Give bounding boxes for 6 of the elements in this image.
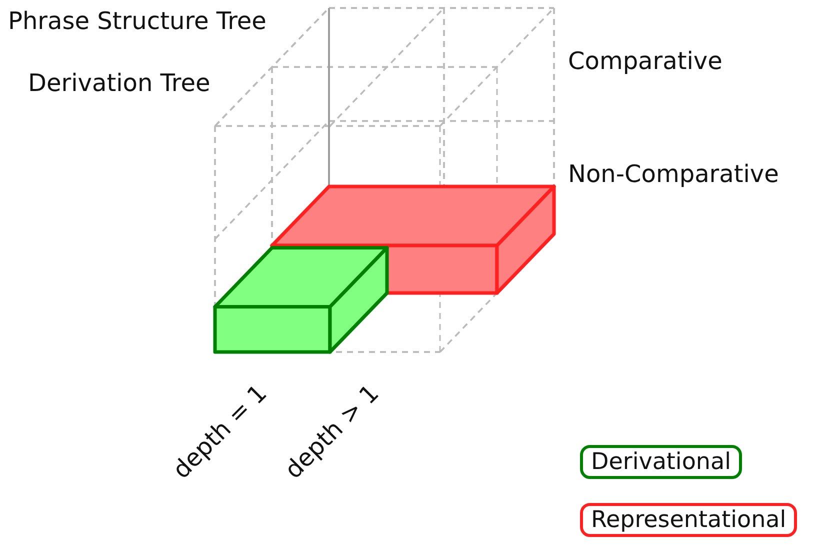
axis-label: Derivation Tree [28, 70, 210, 96]
axis-label: Non-Comparative [568, 161, 779, 188]
legend-entry: Derivational [580, 445, 742, 479]
legend-entry: Representational [580, 503, 798, 537]
axis-label: Phrase Structure Tree [8, 8, 266, 34]
axis-label: Comparative [568, 48, 722, 74]
